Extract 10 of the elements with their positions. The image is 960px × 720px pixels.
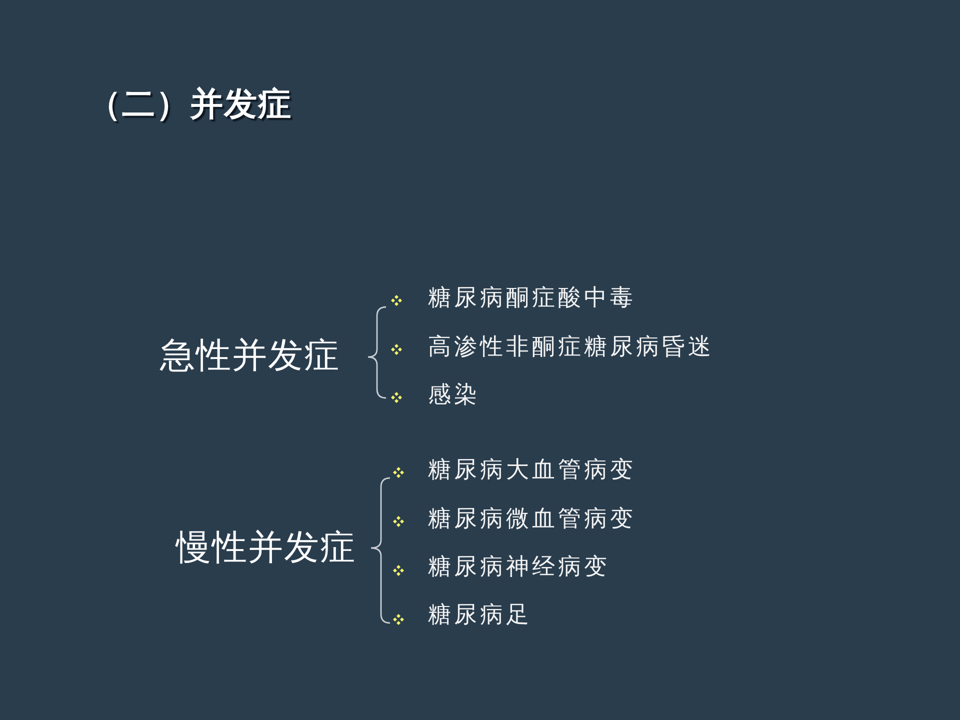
list-item-text: 糖尿病大血管病变 [428, 458, 636, 482]
category-label: 慢性并发症 [176, 530, 356, 566]
list-item-text: 高渗性非酮症糖尿病昏迷 [428, 336, 714, 358]
title: （二）并发症 [88, 86, 292, 120]
list-item-text: 感染 [428, 384, 480, 406]
list-item-text: 糖尿病微血管病变 [428, 508, 636, 530]
category-label: 急性并发症 [160, 338, 340, 374]
list-item-text: 糖尿病足 [428, 604, 532, 626]
list-item-text: 糖尿病神经病变 [428, 556, 610, 578]
list-item-text: 糖尿病酮症酸中毒 [428, 286, 636, 310]
